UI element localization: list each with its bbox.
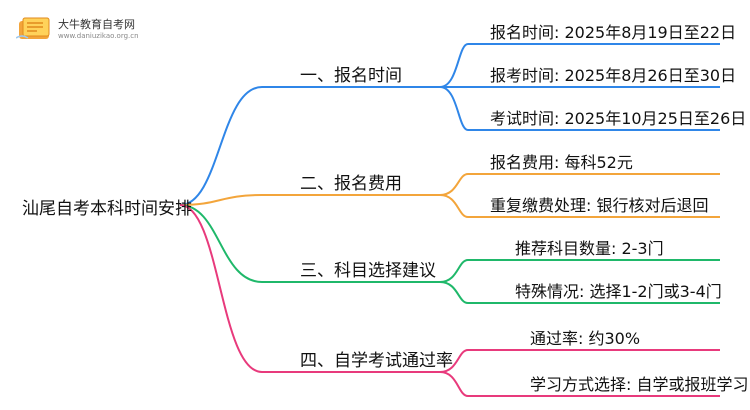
connector-branch-2-leaf-2 bbox=[439, 194, 469, 218]
leaf-label-1-2: 报考时间: 2025年8月26日至30日 bbox=[490, 66, 737, 85]
leaf-label-4-1: 通过率: 约30% bbox=[530, 329, 641, 348]
branch-label-4: 四、自学考试通过率 bbox=[300, 351, 453, 371]
connector-branch-3-leaf-1 bbox=[439, 259, 469, 283]
connector-root-to-branch-2 bbox=[179, 194, 263, 206]
connector-root-to-branch-3 bbox=[179, 204, 263, 283]
leaf-label-4-2: 学习方式选择: 自学或报班学习 bbox=[530, 375, 749, 394]
connector-branch-4-leaf-1 bbox=[439, 349, 469, 373]
connector-branch-2-leaf-1 bbox=[439, 173, 469, 196]
root-node: 汕尾自考本科时间安排 bbox=[22, 199, 192, 219]
leaf-label-1-3: 考试时间: 2025年10月25日至26日 bbox=[490, 109, 747, 128]
connector-branch-1-leaf-1 bbox=[439, 43, 469, 88]
logo-name: 大牛教育自考网 bbox=[58, 18, 135, 31]
branch-label-1: 一、报名时间 bbox=[300, 66, 402, 86]
branch-label-3: 三、科目选择建议 bbox=[300, 261, 436, 281]
branch-label-2: 二、报名费用 bbox=[300, 174, 402, 194]
site-logo[interactable]: 大牛教育自考网 www.daniuzikao.org.cn bbox=[16, 12, 146, 46]
leaf-label-1-1: 报名时间: 2025年8月19日至22日 bbox=[490, 23, 737, 42]
connector-branch-4-leaf-2 bbox=[439, 371, 469, 397]
connector-branch-3-leaf-2 bbox=[439, 281, 469, 304]
book-logo-icon bbox=[16, 17, 50, 39]
leaf-label-3-1: 推荐科目数量: 2-3门 bbox=[515, 239, 664, 258]
connector-root-to-branch-4 bbox=[179, 204, 263, 373]
connector-root-to-branch-1 bbox=[179, 86, 263, 206]
leaf-label-2-1: 报名费用: 每科52元 bbox=[490, 153, 633, 172]
leaf-label-2-2: 重复缴费处理: 银行核对后退回 bbox=[490, 196, 709, 215]
leaf-label-3-2: 特殊情况: 选择1-2门或3-4门 bbox=[515, 282, 722, 301]
connector-branch-1-leaf-3 bbox=[439, 86, 469, 131]
logo-url: www.daniuzikao.org.cn bbox=[58, 32, 139, 40]
